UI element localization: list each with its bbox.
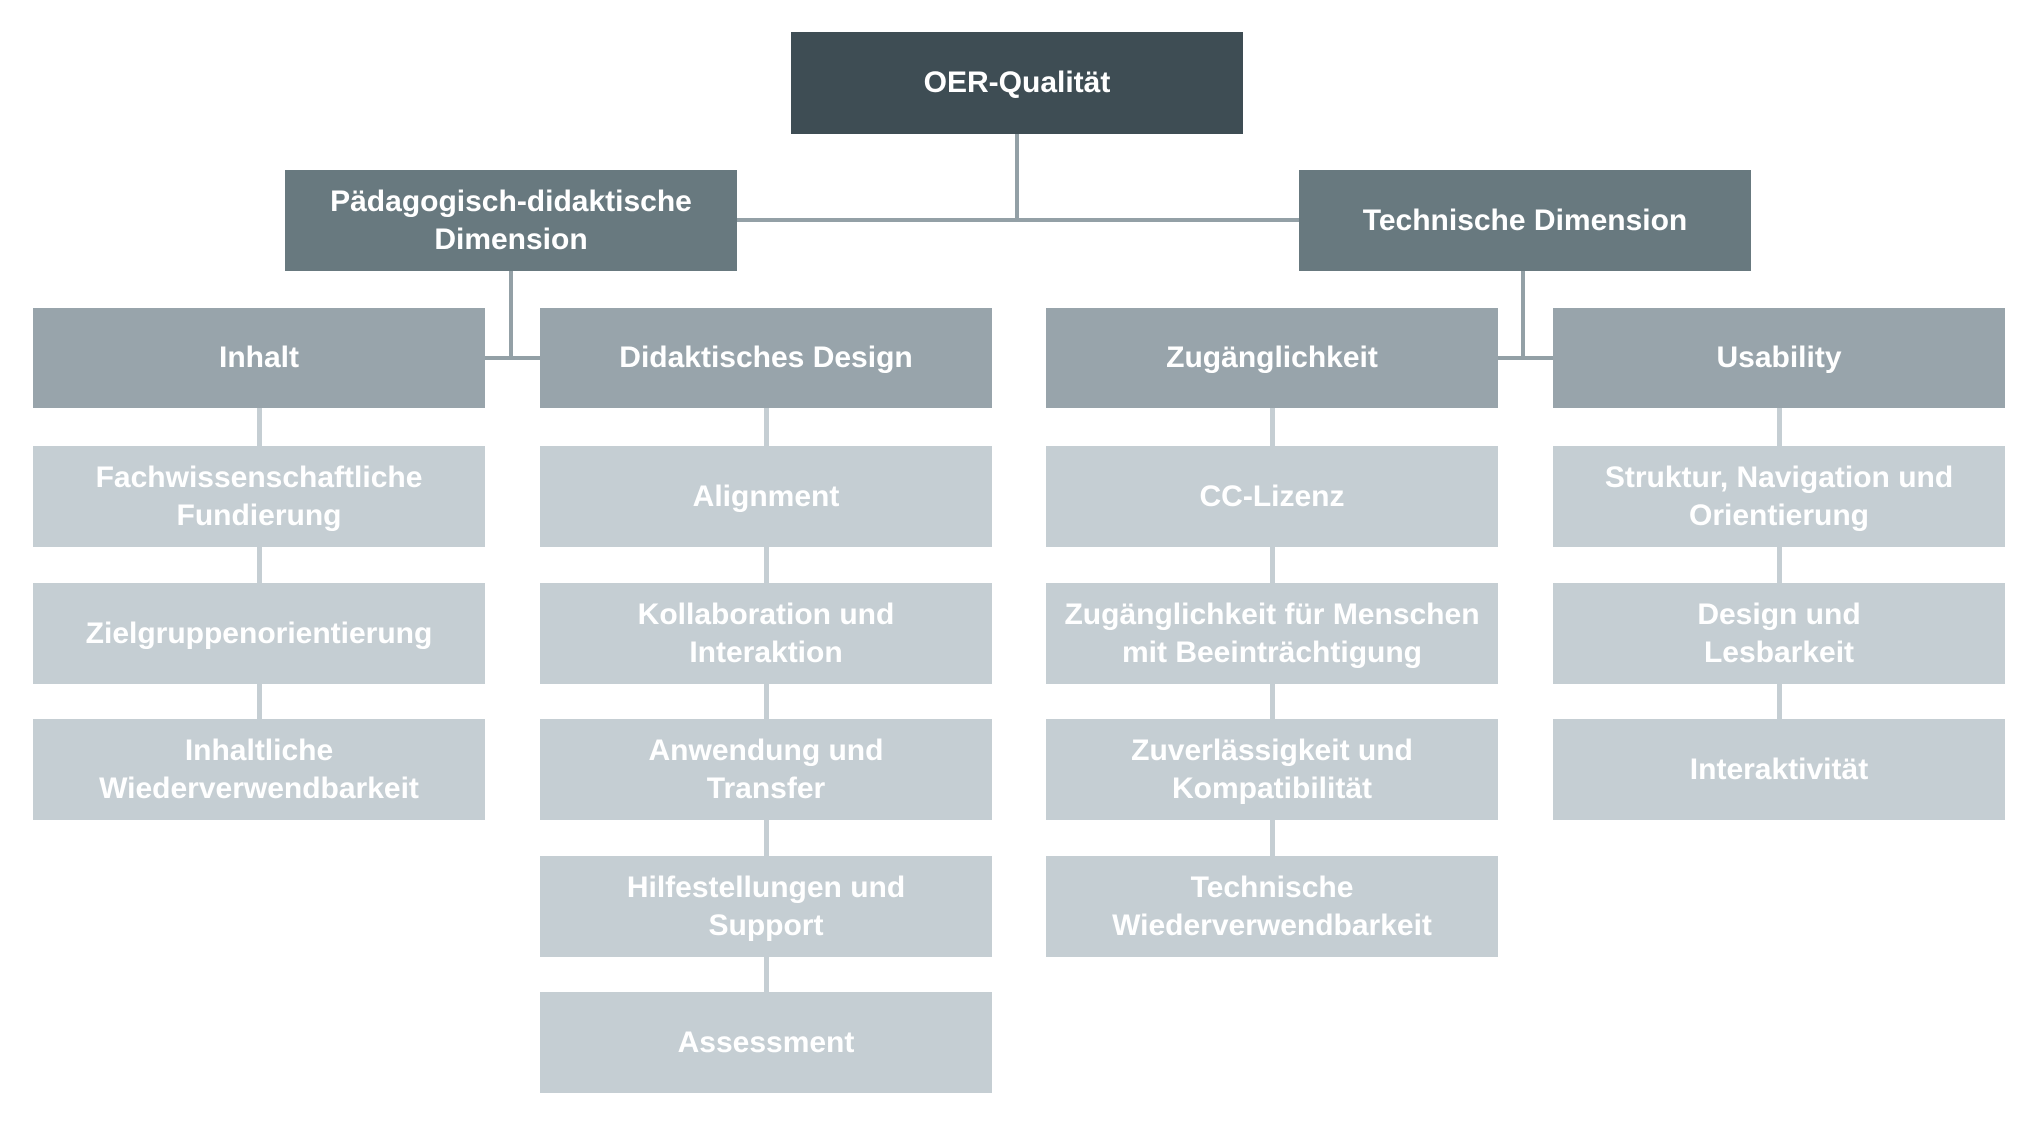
item-box-zugaenglichkeit-fuer-menschen: Zugänglichkeit für Menschen mit Beeinträ… xyxy=(1046,583,1498,684)
item-box-inhaltliche-wiederverwendbarkeit: Inhaltliche Wiederverwendbarkeit xyxy=(33,719,485,820)
connector-item-line xyxy=(1270,547,1275,583)
connector-item-line xyxy=(764,957,769,992)
category-box-usability: Usability xyxy=(1553,308,2005,408)
item-box-hilfestellungen-und-support: Hilfestellungen und Support xyxy=(540,856,992,957)
category-box-zugaenglichkeit: Zugänglichkeit xyxy=(1046,308,1498,408)
item-box-struktur-navigation-orientierung: Struktur, Navigation und Orientierung xyxy=(1553,446,2005,547)
connector-technisch-span xyxy=(1498,356,1555,360)
connector-item-line xyxy=(764,547,769,583)
connector-item-line xyxy=(1270,684,1275,719)
connector-root-drop xyxy=(1015,134,1019,222)
connector-item-line xyxy=(764,820,769,856)
connector-item-line xyxy=(257,547,262,583)
connector-paedagogisch-span xyxy=(485,356,542,360)
item-box-cc-lizenz: CC-Lizenz xyxy=(1046,446,1498,547)
item-box-interaktivitaet: Interaktivität xyxy=(1553,719,2005,820)
connector-item-line xyxy=(1777,547,1782,583)
category-box-didaktisches-design: Didaktisches Design xyxy=(540,308,992,408)
connector-paedagogisch-drop xyxy=(509,271,513,360)
connector-item-line xyxy=(764,408,769,446)
item-box-anwendung-und-transfer: Anwendung und Transfer xyxy=(540,719,992,820)
root-box: OER-Qualität xyxy=(791,32,1243,134)
item-box-fachwissenschaftliche-fundierung: Fachwissenschaftliche Fundierung xyxy=(33,446,485,547)
item-box-zielgruppenorientierung: Zielgruppenorientierung xyxy=(33,583,485,684)
item-box-alignment: Alignment xyxy=(540,446,992,547)
category-box-inhalt: Inhalt xyxy=(33,308,485,408)
item-box-assessment: Assessment xyxy=(540,992,992,1093)
connector-technisch-drop xyxy=(1521,271,1525,360)
item-box-technische-wiederverwendbarkeit: Technische Wiederverwendbarkeit xyxy=(1046,856,1498,957)
connector-item-line xyxy=(257,408,262,446)
connector-item-line xyxy=(1777,684,1782,719)
dimension-box-paedagogisch-didaktisch: Pädagogisch-didaktische Dimension xyxy=(285,170,737,271)
connector-item-line xyxy=(1270,408,1275,446)
connector-item-line xyxy=(1777,408,1782,446)
connector-item-line xyxy=(764,684,769,719)
item-box-zuverlaessigkeit-und-kompatibilitaet: Zuverlässigkeit und Kompatibilität xyxy=(1046,719,1498,820)
item-box-kollaboration-und-interaktion: Kollaboration und Interaktion xyxy=(540,583,992,684)
connector-item-line xyxy=(1270,820,1275,856)
dimension-box-technisch: Technische Dimension xyxy=(1299,170,1751,271)
connector-item-line xyxy=(257,684,262,719)
item-box-design-und-lesbarkeit: Design und Lesbarkeit xyxy=(1553,583,2005,684)
connector-root-span xyxy=(735,218,1301,222)
